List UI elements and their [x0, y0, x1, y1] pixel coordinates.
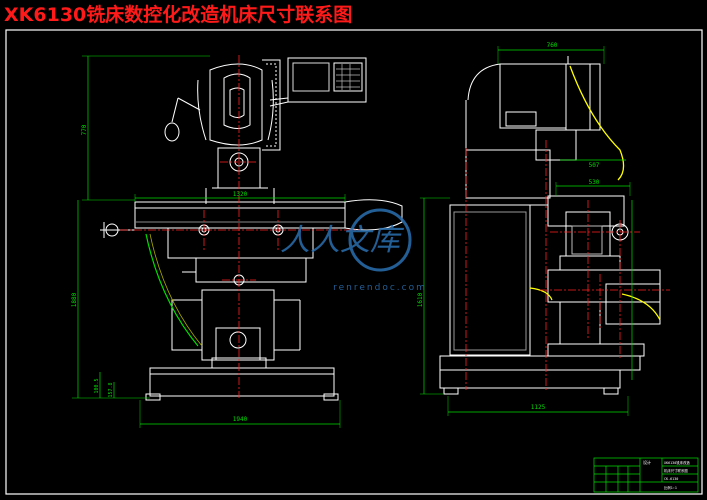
side-base: [439, 355, 641, 371]
front-centerlines: [120, 55, 360, 398]
watermark-sub: renrendoc.com: [333, 283, 427, 293]
dim-total-height: 1880: [71, 292, 78, 307]
watermark-main: 人人文库: [280, 223, 405, 258]
page-title: XK6130铣床数控化改造机床尺寸联系图: [4, 4, 353, 26]
front-view: [100, 57, 403, 401]
tb-code: CK-6130: [664, 477, 678, 481]
dim-side-height: 1610: [417, 292, 424, 307]
ram: [467, 63, 601, 131]
side-dimensions: [420, 46, 633, 416]
tb-project: XK6130铣床改造: [664, 460, 690, 465]
column: [465, 149, 551, 199]
tb-designer: 设计: [643, 459, 651, 465]
dim-overall-depth: 1125: [531, 404, 546, 411]
dim-base-height: 100.5: [94, 378, 100, 393]
front-base: [149, 367, 335, 397]
title-block: [593, 457, 699, 493]
side-view: [439, 56, 661, 395]
dim-base-step: 157.8: [108, 382, 114, 397]
dim-ram-top: 760: [547, 42, 558, 49]
spindle-head: [209, 63, 263, 146]
column-lower: [201, 289, 275, 361]
dim-table-width: 1320: [233, 191, 248, 198]
dim-column-height: 770: [81, 124, 88, 135]
watermark: 人人文库 renrendoc.com: [280, 208, 427, 293]
tb-scale: 比例1:1: [664, 485, 677, 490]
dim-overall-width: 1940: [233, 416, 248, 423]
dim-ram-reach: 507: [589, 162, 600, 169]
drawing-border: [5, 29, 703, 495]
watermark-logo-icon: [348, 208, 412, 272]
control-panel: [287, 57, 367, 103]
side-centerlines: [465, 140, 670, 390]
front-dimensions: [72, 55, 346, 428]
dim-table-depth: 530: [589, 179, 600, 186]
column-body: [449, 204, 531, 356]
tb-drawing-name: 机床尺寸联系图: [664, 468, 688, 473]
